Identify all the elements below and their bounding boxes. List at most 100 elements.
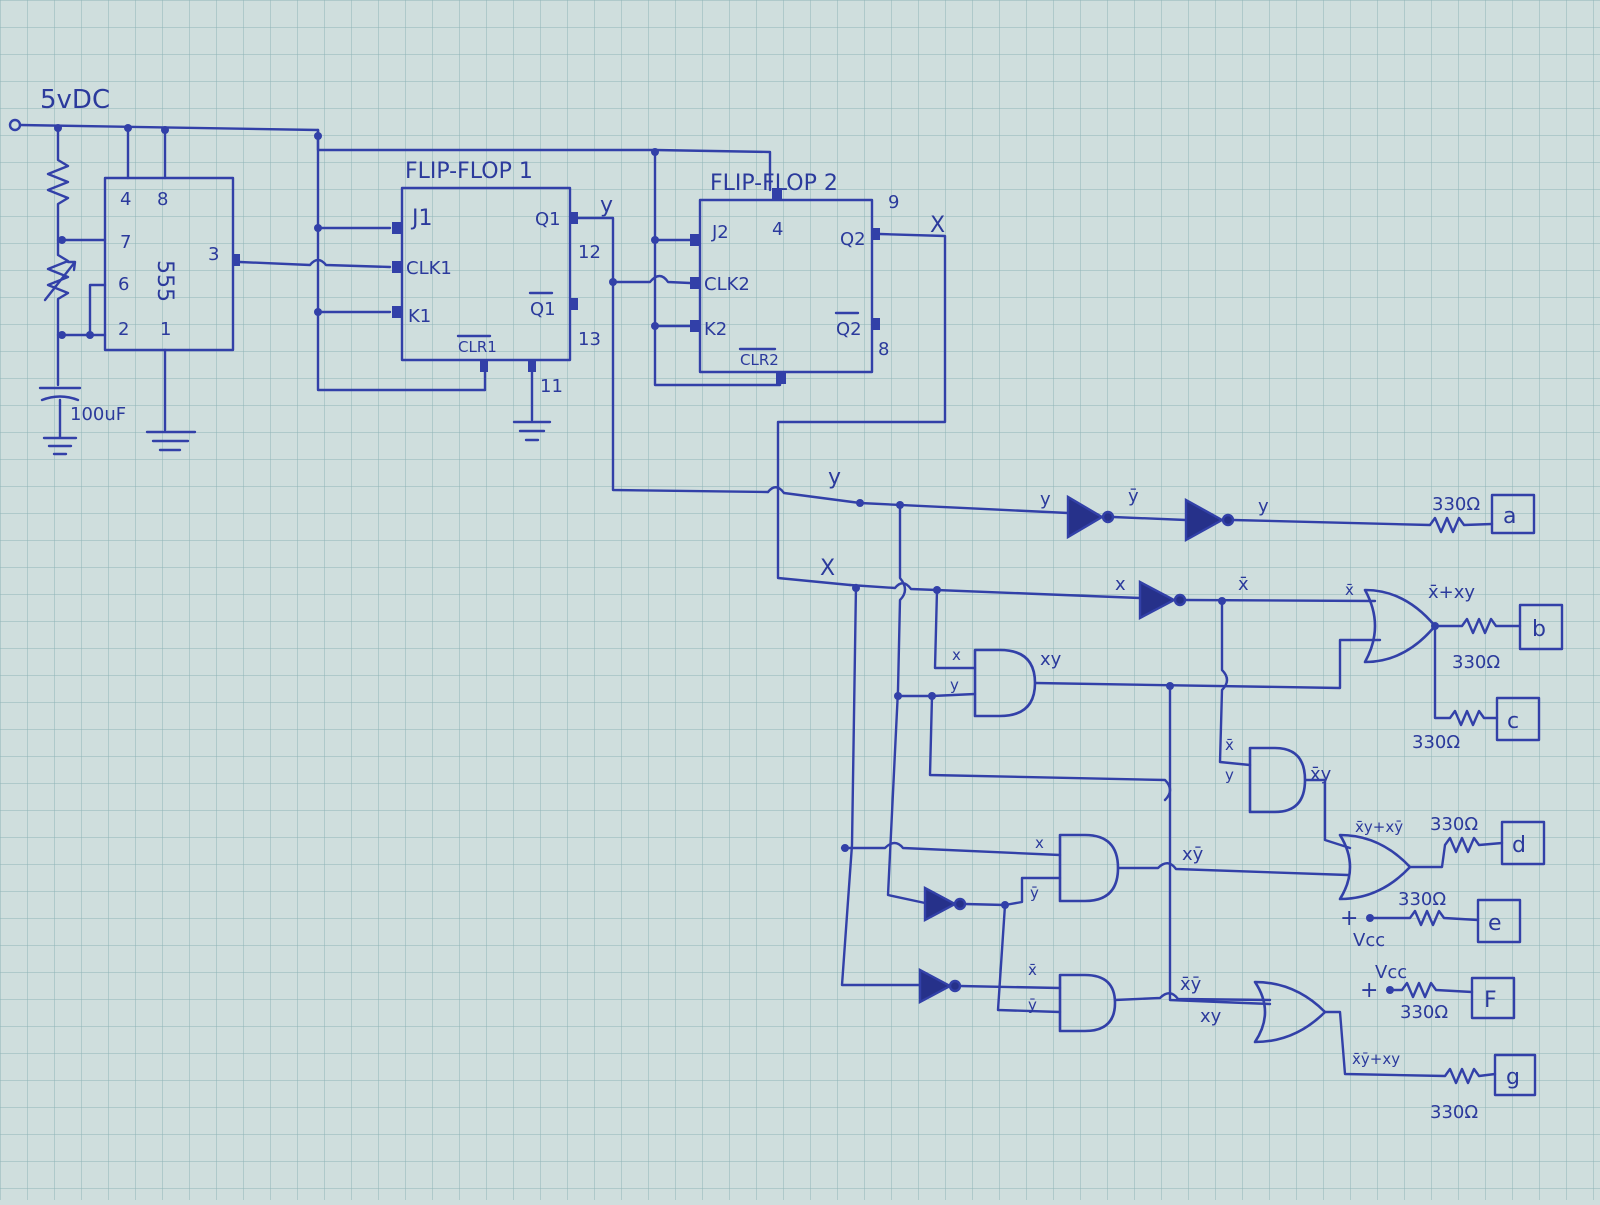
and2-output-label: x̄y [1310, 764, 1332, 785]
segment-bc-path: x x̄ x y xy x̄ x̄+xy 330Ω b 330Ω c [950, 574, 1564, 1006]
vcc-f-plus: + [1360, 978, 1378, 1003]
vcc-f-label: Vcc [1375, 962, 1407, 983]
segment-a-resistor [1231, 516, 1494, 534]
segment-d-box [1500, 820, 1546, 866]
segment-c-resistor-label: 330Ω [1412, 732, 1460, 753]
ff2-q-wire [776, 232, 947, 587]
segment-e-label: e [1488, 911, 1502, 936]
ff1-q-wire [576, 216, 770, 494]
and3-to-or2 [1116, 862, 1350, 877]
ff1-qbar-label: Q1 [530, 299, 556, 320]
and1-to-or1 [1033, 638, 1382, 690]
segment-g-path: x̄ ȳ x̄ȳ xy x̄ȳ+xy 330Ω g [918, 961, 1537, 1123]
xbar-vertical [1218, 599, 1252, 767]
flip-flop-2: FLIP-FLOP 2 J2 CLK2 K2 Q2 Q2 CLR2 4 9 8 … [651, 171, 947, 587]
or3-output-label: x̄ȳ+xy [1352, 1050, 1400, 1068]
and1-input-y-label: y [950, 676, 959, 694]
clock-wire [238, 258, 392, 269]
segment-d-resistor [1408, 836, 1504, 869]
ff2-output-x-label: X [930, 213, 945, 238]
segment-f-resistor-label: 330Ω [1400, 1002, 1448, 1023]
ff1-output-y-label: y [600, 193, 613, 218]
ybar-to-and4 [996, 903, 1062, 1014]
xy-to-or3 [1168, 684, 1272, 1006]
inv3-input-label: x [1115, 574, 1126, 595]
timer-pin-7: 7 [120, 232, 131, 253]
x-to-and3 [840, 841, 1062, 857]
y-to-and1 [930, 692, 977, 698]
timer-pin-2: 2 [118, 319, 129, 340]
ff1-j-label: J1 [410, 206, 433, 231]
or1-output-label: x̄+xy [1428, 582, 1475, 603]
segment-f-label: F [1484, 988, 1497, 1013]
segment-a-box [1490, 493, 1536, 535]
and4-output-label: x̄ȳ [1180, 974, 1202, 995]
inv2-output-label: y [1258, 496, 1269, 517]
or-gate-2 [1338, 833, 1412, 901]
ff1-pin-12: 12 [578, 242, 601, 263]
and4-to-or3 [1113, 992, 1272, 1002]
ff1-ground [512, 370, 552, 442]
cap-ground [42, 398, 78, 456]
timer-ground [145, 348, 197, 452]
flip-flop-1: FLIP-FLOP 1 J1 CLK1 K1 Q1 Q1 CLR1 12 13 … [392, 159, 770, 494]
ff2-clk-label: CLK2 [704, 274, 750, 295]
ff1-pin-13: 13 [578, 329, 601, 350]
ff2-pin-8: 8 [878, 339, 889, 360]
timer-vcc-wires [126, 126, 167, 180]
segment-ef-path: + Vcc 330Ω e + Vcc 330Ω F [1340, 889, 1522, 1023]
pin2-6-wire [60, 283, 107, 337]
timer-pin3-stub [233, 254, 240, 266]
and2-to-or2 [1303, 778, 1352, 850]
signal-buses: y X [766, 465, 1172, 987]
and3-output-label: xȳ [1182, 844, 1204, 865]
inv1-output-label: ȳ [1128, 486, 1139, 507]
segment-g-label: g [1506, 1065, 1520, 1090]
inverter-1 [1066, 494, 1105, 540]
segment-c-resistor [1433, 624, 1499, 727]
pot-arrow [43, 260, 77, 302]
segment-a-resistor-label: 330Ω [1432, 494, 1480, 515]
ff1-pin-11: 11 [540, 376, 563, 397]
timer-chip-label: 555 [152, 260, 177, 302]
inv3-output-label: x̄ [1238, 574, 1249, 595]
timer-pin-4: 4 [120, 189, 131, 210]
inverter-5 [918, 968, 953, 1004]
and4-input-xbar-label: x̄ [1028, 961, 1037, 979]
and4-input-ybar-label: ȳ [1028, 996, 1037, 1014]
ff2-clr-label: CLR2 [740, 351, 779, 369]
segment-d-label: d [1512, 833, 1526, 858]
inverter-2 [1184, 497, 1225, 543]
segment-f-resistor [1392, 981, 1474, 999]
segment-d-path: x̄ y x̄y x ȳ xȳ x̄y+xȳ 330Ω d [923, 736, 1546, 1014]
segment-g-resistor-label: 330Ω [1430, 1102, 1478, 1123]
y-vertical [886, 501, 927, 905]
vcc-e-label: Vcc [1353, 930, 1385, 951]
or-gate-3 [1253, 980, 1327, 1044]
ff2-q-label: Q2 [840, 229, 866, 250]
ff2-pin-4: 4 [772, 219, 783, 240]
ff1-clr-label: CLR1 [458, 338, 497, 356]
or-gate-1 [1363, 588, 1437, 664]
or3-input-xy-label: xy [1200, 1006, 1222, 1027]
ff2-pin-9: 9 [888, 192, 899, 213]
segment-g-box [1493, 1053, 1537, 1097]
segment-d-resistor-label: 330Ω [1430, 814, 1478, 835]
and1-input-x-label: x [952, 646, 961, 664]
segment-e-box [1476, 898, 1522, 944]
segment-b-resistor-label: 330Ω [1452, 652, 1500, 673]
and3-input-x-label: x [1035, 834, 1044, 852]
inv1-input-label: y [1040, 489, 1051, 510]
ff2-qbar-label: Q2 [836, 319, 862, 340]
segment-b-box [1518, 603, 1564, 651]
and1-output-label: xy [1040, 649, 1062, 670]
ff2-jk-wires [653, 238, 692, 328]
resistor-r1 [46, 126, 70, 242]
ybar-to-and3 [963, 876, 1062, 907]
ff1-jk-wires [316, 226, 392, 314]
x-vertical [840, 583, 922, 987]
segment-b-resistor [1433, 617, 1522, 635]
bus-y-label: y [828, 465, 841, 490]
